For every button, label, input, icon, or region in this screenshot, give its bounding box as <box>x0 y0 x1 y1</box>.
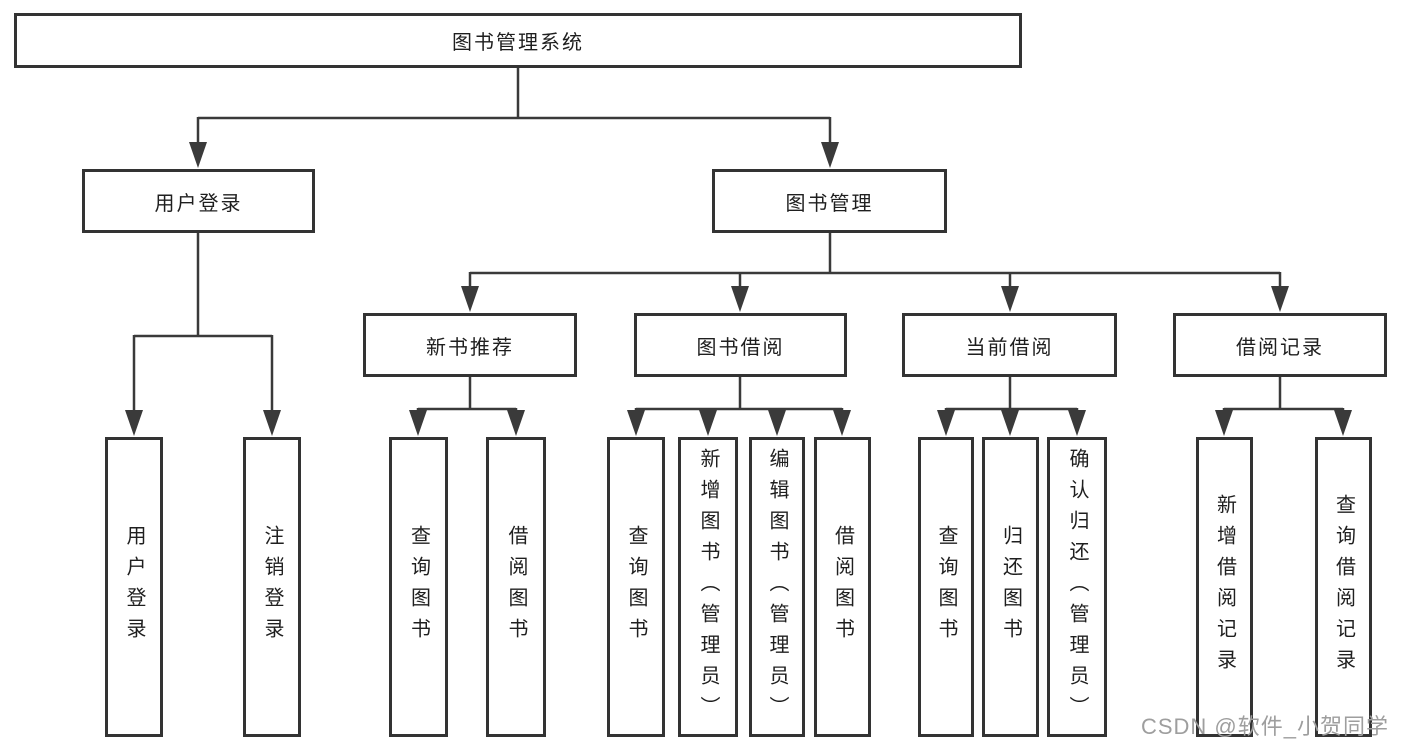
node-label: 查询借阅记录 <box>1332 494 1355 680</box>
node-label: 新书推荐 <box>426 336 514 359</box>
node-user-login: 用户登录 <box>82 169 315 233</box>
leaf-confirm-return-admin: 确认归还（管理员） <box>1047 437 1107 737</box>
leaf-query-borrow-record: 查询借阅记录 <box>1315 437 1372 737</box>
node-label: 查询图书 <box>407 525 430 649</box>
leaf-borrow-books: 借阅图书 <box>486 437 546 737</box>
csdn-watermark: CSDN @软件_小贺同学 <box>1140 714 1389 739</box>
node-label: 新增图书（管理员） <box>697 447 719 727</box>
leaf-user-login: 用户登录 <box>105 437 163 737</box>
node-borrow-records: 借阅记录 <box>1173 313 1387 377</box>
node-current-borrow: 当前借阅 <box>902 313 1117 377</box>
node-label: 编辑图书（管理员） <box>766 447 788 727</box>
node-library-management-system: 图书管理系统 <box>14 13 1022 68</box>
node-label: 用户登录 <box>123 525 145 649</box>
node-label: 用户登录 <box>154 192 243 215</box>
arrowheads <box>125 142 1352 436</box>
node-label: 新增借阅记录 <box>1213 494 1236 680</box>
node-book-borrow: 图书借阅 <box>634 313 847 377</box>
leaf-edit-book-admin: 编辑图书（管理员） <box>749 437 805 737</box>
node-label: 归还图书 <box>999 525 1022 649</box>
node-label: 查询图书 <box>935 525 957 649</box>
node-label: 注销登录 <box>261 525 283 649</box>
node-label: 图书管理 <box>785 192 874 215</box>
leaf-return-books: 归还图书 <box>982 437 1039 737</box>
node-label: 图书借阅 <box>696 336 785 359</box>
leaf-logout: 注销登录 <box>243 437 301 737</box>
node-label: 当前借阅 <box>965 336 1054 359</box>
leaf-add-borrow-record: 新增借阅记录 <box>1196 437 1253 737</box>
node-label: 确认归还（管理员） <box>1066 447 1088 727</box>
node-label: 查询图书 <box>625 525 647 649</box>
node-label: 借阅图书 <box>505 525 527 649</box>
node-label: 借阅记录 <box>1236 336 1324 359</box>
leaf-add-book-admin: 新增图书（管理员） <box>678 437 738 737</box>
leaf-query-books: 查询图书 <box>389 437 448 737</box>
leaf-borrow-books-2: 借阅图书 <box>814 437 871 737</box>
node-label: 图书管理系统 <box>452 32 584 54</box>
leaf-query-books-3: 查询图书 <box>918 437 974 737</box>
leaf-query-books-2: 查询图书 <box>607 437 665 737</box>
node-new-book-recommend: 新书推荐 <box>363 313 577 377</box>
node-book-management: 图书管理 <box>712 169 947 233</box>
node-label: 借阅图书 <box>831 525 854 649</box>
